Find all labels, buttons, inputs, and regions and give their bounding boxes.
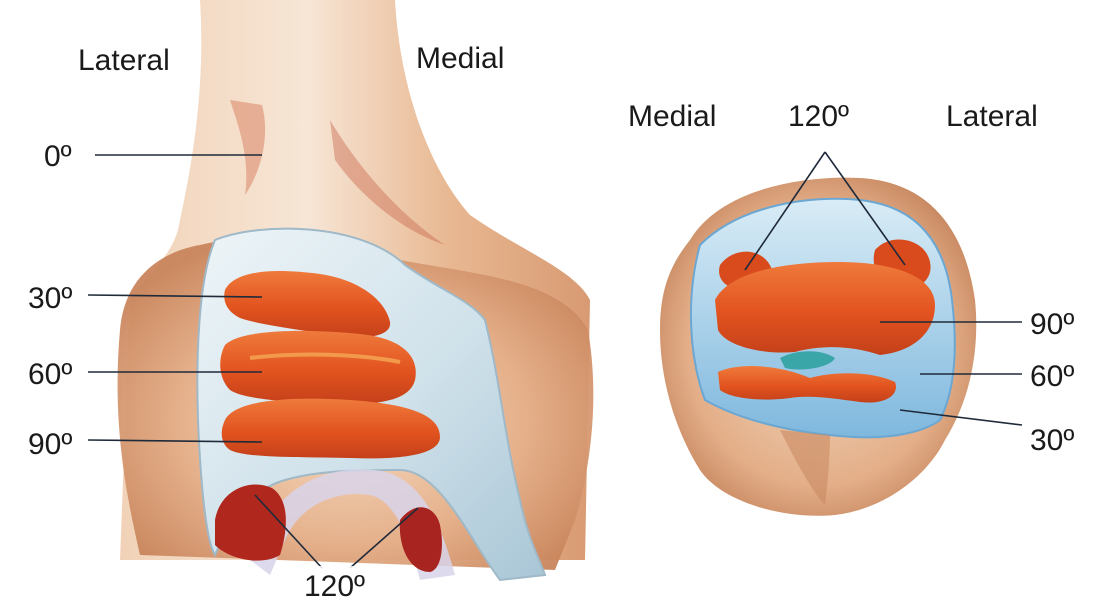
patella-angle-60-label: 60º: [1022, 356, 1082, 398]
femur-medial-label: Medial: [408, 38, 512, 80]
femur-angle-60-label: 60º: [20, 354, 80, 396]
patella-angle-120-label: 120º: [780, 96, 857, 138]
femur-lateral-label: Lateral: [70, 40, 178, 82]
patella-contact-90: [715, 262, 935, 355]
femur-illustration: [118, 0, 594, 580]
femur-contact-60: [220, 331, 416, 404]
femur-angle-120-label: 120º: [296, 566, 373, 608]
femur-angle-90-label: 90º: [20, 424, 80, 466]
patella-illustration: [660, 178, 976, 516]
patella-angle-90-label: 90º: [1022, 304, 1082, 346]
patella-medial-label: Medial: [620, 96, 724, 138]
femur-angle-0-label: 0º: [36, 136, 80, 178]
patella-lateral-label: Lateral: [938, 96, 1046, 138]
femur-angle-30-label: 30º: [20, 278, 80, 320]
patella-angle-30-label: 30º: [1022, 420, 1082, 462]
